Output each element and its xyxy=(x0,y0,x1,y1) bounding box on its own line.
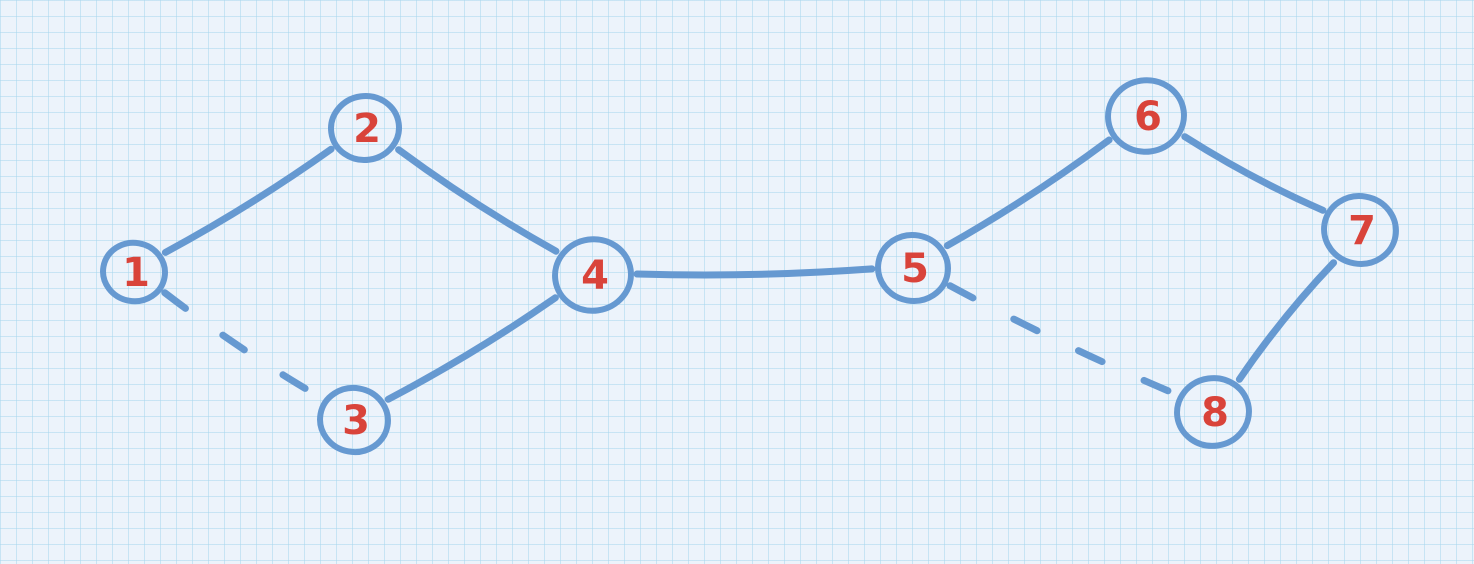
node-2: 2 xyxy=(328,92,402,164)
node-6-label: 6 xyxy=(1134,94,1162,140)
node-7-circle xyxy=(1321,193,1399,267)
edge-5-6 xyxy=(943,136,1113,250)
node-6: 6 xyxy=(1105,77,1187,155)
node-8-label: 8 xyxy=(1201,390,1229,436)
node-2-label: 2 xyxy=(353,106,381,152)
node-1-label: 1 xyxy=(122,250,150,296)
node-5-circle xyxy=(875,232,951,304)
node-3: 3 xyxy=(317,384,391,456)
edge-4-5 xyxy=(633,265,876,279)
edge-5-8 xyxy=(946,282,1179,398)
edges-layer xyxy=(161,133,1338,403)
edge-2-4 xyxy=(395,146,560,255)
node-4-label: 4 xyxy=(581,253,609,299)
node-7: 7 xyxy=(1321,193,1399,267)
edge-6-7 xyxy=(1181,133,1327,214)
node-3-circle xyxy=(317,384,391,456)
nodes-layer: 1 2 3 4 5 6 7 8 xyxy=(100,77,1399,456)
node-6-circle xyxy=(1105,77,1187,155)
edge-1-3 xyxy=(161,289,325,402)
node-1: 1 xyxy=(100,239,168,305)
edge-1-2 xyxy=(161,145,335,256)
node-5: 5 xyxy=(875,232,951,304)
node-1-circle xyxy=(100,239,168,305)
node-8-circle xyxy=(1174,375,1252,449)
node-5-label: 5 xyxy=(901,246,929,292)
node-2-circle xyxy=(328,92,402,164)
node-8: 8 xyxy=(1174,375,1252,449)
edge-3-4 xyxy=(384,294,559,403)
node-4: 4 xyxy=(552,236,634,314)
node-7-label: 7 xyxy=(1348,208,1376,254)
node-4-circle xyxy=(552,236,634,314)
node-3-label: 3 xyxy=(342,398,370,444)
edge-7-8 xyxy=(1235,259,1338,383)
